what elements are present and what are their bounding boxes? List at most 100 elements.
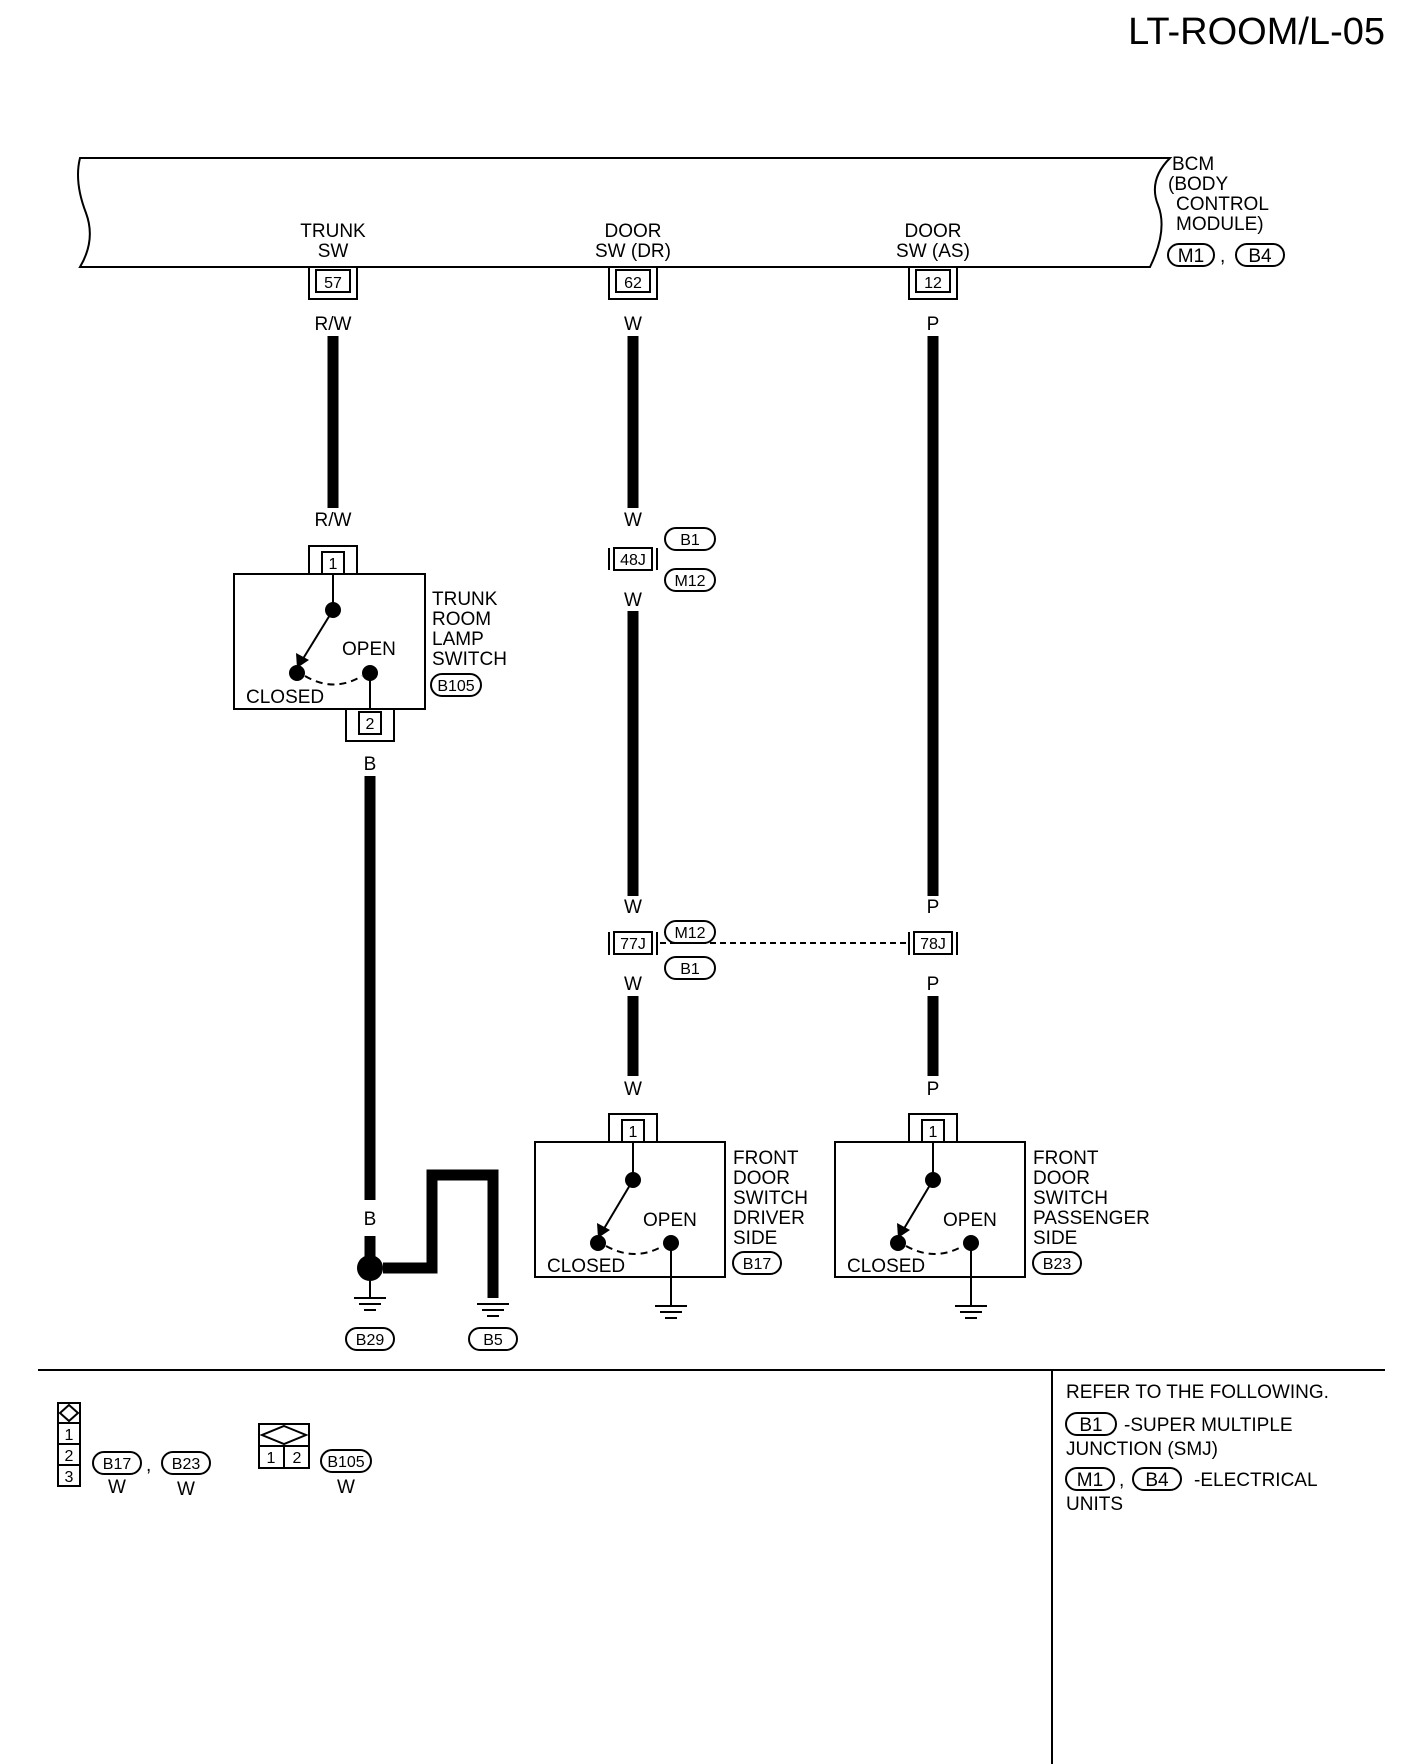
legend-2pin-connector: 1 2 B105 W — [258, 1423, 372, 1498]
refer-eu-conn-a-badge — [1065, 1467, 1115, 1491]
driver-switch-closed-contact — [590, 1235, 606, 1251]
refer-smj-text-1: -SUPER MULTIPLE — [1124, 1415, 1293, 1436]
wire-color-trunk-bottom: R/W — [315, 510, 352, 531]
legend-2pin-pin-1: 1 — [267, 1450, 276, 1467]
driver-switch-name-1: FRONT — [733, 1148, 799, 1169]
wire-color-as-3: P — [927, 974, 940, 995]
bcm-conn-b: B4 — [1248, 246, 1272, 267]
driver-switch-conn: B17 — [743, 1256, 772, 1273]
bcm-module: BCM (BODY CONTROL MODULE) M1 , B4 TRUNK … — [77, 154, 1285, 268]
refer-eu-conn-a: M1 — [1077, 1470, 1103, 1491]
bcm-door-dr-label-2: SW (DR) — [595, 241, 671, 262]
ground-symbol-b29: B29 — [345, 1281, 395, 1351]
bcm-pin-62: 62 — [624, 275, 642, 292]
wire-color-dr-5: W — [624, 974, 642, 995]
wire-color-dr-1: W — [624, 314, 642, 335]
refer-eu-sep: , — [1119, 1470, 1124, 1491]
legend-b17-color: W — [108, 1477, 126, 1498]
passenger-switch-pin-1: 1 — [929, 1124, 938, 1141]
refer-section: REFER TO THE FOLLOWING. B1 -SUPER MULTIP… — [1065, 1382, 1329, 1515]
driver-switch-name-2: DOOR — [733, 1168, 790, 1189]
passenger-switch-name-1: FRONT — [1033, 1148, 1099, 1169]
refer-smj-conn: B1 — [1079, 1415, 1102, 1436]
ground-b29: B29 — [356, 1332, 385, 1349]
bcm-conn-a: M1 — [1178, 246, 1204, 267]
wire-color-dr-2: W — [624, 510, 642, 531]
driver-switch-name-4: DRIVER — [733, 1208, 805, 1229]
bcm-desc-1: (BODY — [1168, 174, 1229, 195]
bcm-door-dr-label-1: DOOR — [605, 221, 662, 242]
bcm-pin-57: 57 — [324, 275, 342, 292]
front-door-switch-passenger: OPEN CLOSED — [834, 1141, 1026, 1278]
legend-b17-badge — [92, 1451, 142, 1475]
refer-eu-text-1: -ELECTRICAL — [1194, 1470, 1318, 1491]
junction-48j-conn-bottom: M12 — [674, 573, 705, 590]
wire-color-ground-bridge-right: B — [487, 1209, 500, 1230]
bcm-pin-12: 12 — [924, 275, 942, 292]
junction-77j-conn-top: M12 — [674, 925, 705, 942]
passenger-switch-closed-label: CLOSED — [847, 1256, 925, 1277]
bcm-conn-a-badge — [1167, 243, 1215, 267]
junction-77j-conn-bottom: B1 — [680, 961, 700, 978]
trunk-switch-name-2: ROOM — [432, 609, 491, 630]
refer-smj-text-2: JUNCTION (SMJ) — [1066, 1439, 1218, 1460]
junction-78j: 78J — [908, 931, 958, 955]
driver-switch-ground — [655, 1243, 687, 1319]
junction-78j-pin: 78J — [920, 936, 946, 953]
legend-2pin-pin-2: 2 — [293, 1450, 302, 1467]
refer-eu-text-2: UNITS — [1066, 1494, 1123, 1515]
driver-switch-pin-1-connector: 1 — [608, 1113, 658, 1143]
legend-3pin-sep: , — [146, 1455, 151, 1476]
bcm-conn-b-badge — [1235, 243, 1285, 267]
refer-heading: REFER TO THE FOLLOWING. — [1066, 1382, 1329, 1403]
bcm-pin-62-connector: 62 — [608, 268, 658, 300]
wire-color-as-2: P — [927, 897, 940, 918]
ground-b5-badge — [468, 1327, 518, 1351]
ground-bridge: B B — [357, 1169, 500, 1298]
wire-color-as-1: P — [927, 314, 940, 335]
driver-switch-open-label: OPEN — [643, 1210, 697, 1231]
bcm-trunk-label-2: SW — [318, 241, 349, 262]
legend-3pin-connector: 1 2 3 B17 , B23 W W — [57, 1402, 211, 1500]
wire-color-dr-3: W — [624, 590, 642, 611]
driver-switch-name-3: SWITCH — [733, 1188, 808, 1209]
legend-b23-color: W — [177, 1479, 195, 1500]
wire-color-trunk-ground-top: B — [364, 754, 377, 775]
ground-b29-badge — [345, 1327, 395, 1351]
page-code: LT-ROOM/L-05 — [1128, 11, 1385, 53]
wire-color-dr-4: W — [624, 897, 642, 918]
junction-77j-pin: 77J — [620, 936, 646, 953]
junction-77j-conn-bottom-badge — [664, 956, 716, 980]
trunk-switch-open-label: OPEN — [342, 639, 396, 660]
trunk-switch-conn: B105 — [437, 678, 474, 695]
ground-b5: B5 — [483, 1332, 503, 1349]
legend-b23-badge — [161, 1451, 211, 1475]
bcm-pin-57-connector: 57 — [308, 268, 358, 300]
bcm-desc-3: MODULE) — [1176, 214, 1264, 235]
passenger-switch-name-3: SWITCH — [1033, 1188, 1108, 1209]
wire-color-trunk-top: R/W — [315, 314, 352, 335]
trunk-switch-closed-label: CLOSED — [246, 687, 324, 708]
ground-symbol-b5: B5 — [468, 1303, 518, 1351]
bcm-desc-2: CONTROL — [1176, 194, 1269, 215]
bcm-door-as-label-2: SW (AS) — [896, 241, 970, 262]
trunk-switch-conn-badge — [430, 673, 482, 697]
driver-switch-name-5: SIDE — [733, 1228, 777, 1249]
bcm-conn-sep: , — [1220, 246, 1225, 267]
junction-48j: 48J B1 M12 — [608, 527, 716, 592]
trunk-switch-name-3: LAMP — [432, 629, 484, 650]
wire-color-as-4: P — [927, 1079, 940, 1100]
driver-switch-closed-label: CLOSED — [547, 1256, 625, 1277]
trunk-room-lamp-switch: OPEN CLOSED — [233, 573, 426, 710]
junction-48j-pin: 48J — [620, 552, 646, 569]
legend-3pin-pin-2: 2 — [65, 1448, 74, 1465]
trunk-switch-closed-contact — [289, 665, 305, 681]
refer-eu-conn-b-badge — [1132, 1467, 1182, 1491]
wire-color-ground-bridge-left: B — [426, 1209, 439, 1230]
bcm-name: BCM — [1172, 154, 1214, 175]
passenger-switch-conn: B23 — [1043, 1256, 1072, 1273]
trunk-switch-name-4: SWITCH — [432, 649, 507, 670]
driver-switch-conn-badge — [732, 1251, 782, 1275]
bcm-trunk-label-1: TRUNK — [300, 221, 366, 242]
